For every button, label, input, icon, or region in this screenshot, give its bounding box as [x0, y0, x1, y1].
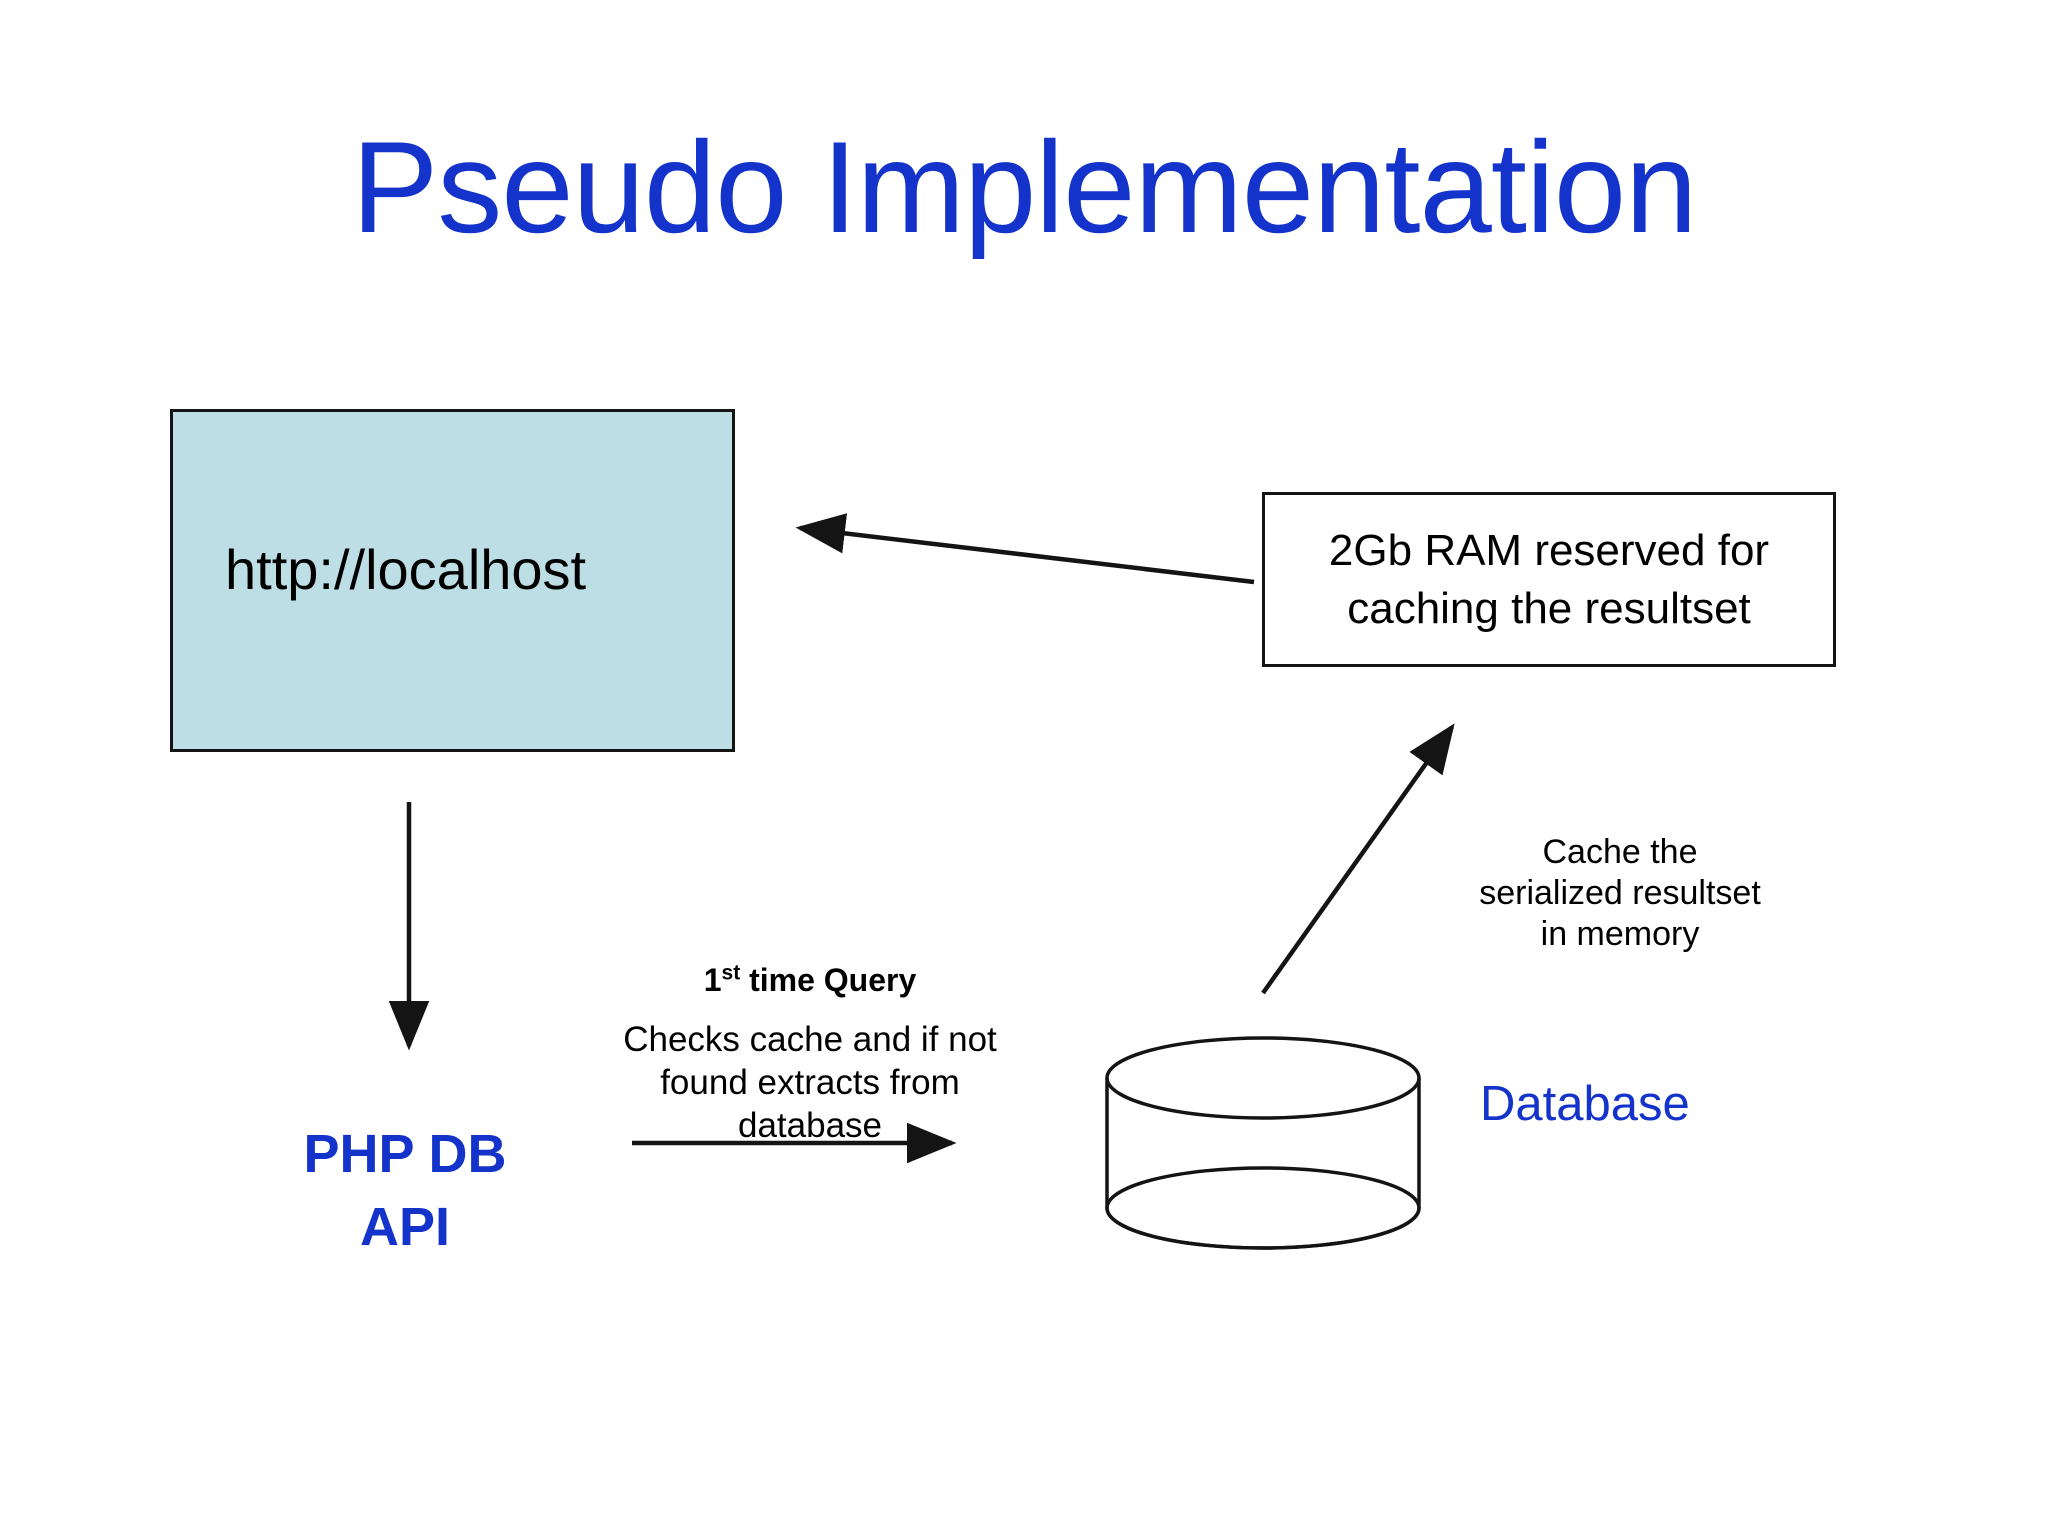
page-title: Pseudo Implementation — [351, 114, 1698, 260]
annotation-query-heading: 1st time Query — [600, 960, 1020, 1000]
node-database-label[interactable]: Database — [1480, 1077, 1690, 1131]
node-ram-cache[interactable]: 2Gb RAM reserved for caching the results… — [1262, 492, 1836, 667]
node-php-db-api[interactable]: PHP DB API — [303, 1124, 507, 1257]
node-web-server[interactable]: http://localhost — [170, 409, 735, 752]
web-server-label: http://localhost — [225, 538, 587, 601]
query-heading-suffix: time Query — [740, 962, 917, 998]
ram-cache-label: 2Gb RAM reserved for caching the results… — [1328, 525, 1770, 633]
query-heading-ordinal-suffix: st — [721, 961, 741, 985]
annotation-cache-note: Cache the serialized resultset in memory — [1479, 833, 1761, 953]
connector-ram-to-webserver — [795, 513, 1255, 585]
query-heading-prefix: 1 — [703, 962, 722, 998]
database-cylinder-icon — [1105, 1036, 1421, 1250]
annotation-query-description: Checks cache and if not found extracts f… — [623, 1020, 997, 1145]
